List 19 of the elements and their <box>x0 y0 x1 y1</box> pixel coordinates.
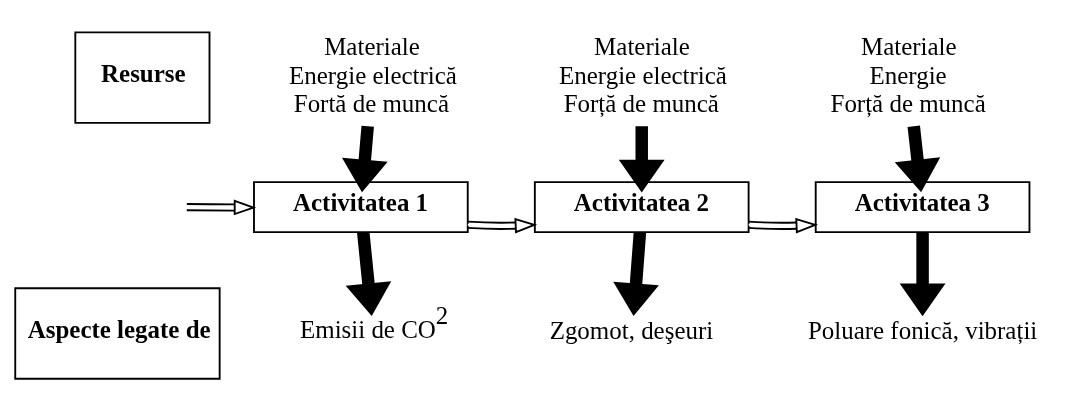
arrow <box>466 217 538 234</box>
node-text: Materiale Energie Forță de muncă <box>830 33 986 117</box>
node-text: Materiale Energie electrică Forță de muncă <box>559 33 727 117</box>
node-text: Zgomot, deşeuri <box>549 317 714 345</box>
arrow <box>613 232 659 317</box>
arrow <box>185 199 257 216</box>
arrow <box>747 217 819 234</box>
node-box: Activitatea 3 <box>814 181 1031 234</box>
arrow <box>342 125 388 193</box>
arrow <box>899 232 946 317</box>
node-text: Materiale Energie electrică Fortă de muncă <box>289 33 457 117</box>
arrow <box>345 231 392 317</box>
node-box: Resurse <box>74 31 211 124</box>
node-box: Activitatea 2 <box>533 181 750 234</box>
node-box: Aspecte legate de <box>14 287 221 380</box>
arrow <box>618 126 665 193</box>
arrow <box>894 125 941 193</box>
node-box: Activitatea 1 <box>253 181 469 234</box>
node-text: Poluare fonică, vibrații <box>807 317 1038 345</box>
